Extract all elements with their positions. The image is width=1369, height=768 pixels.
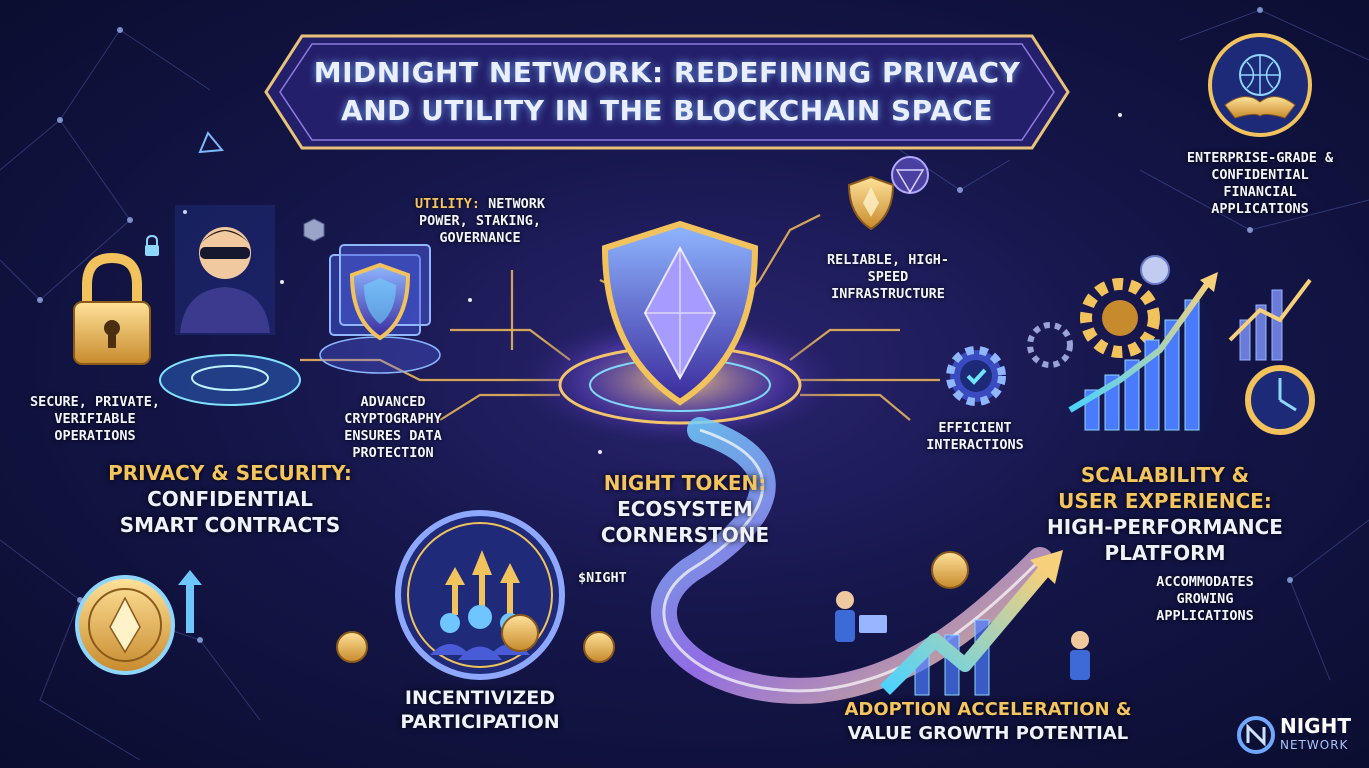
title-line-1: MIDNIGHT NETWORK: REDEFINING PRIVACY (313, 56, 1021, 89)
shield-token-icon (601, 220, 759, 406)
privacy-heading-title: PRIVACY & SECURITY: (108, 461, 352, 485)
night-network-logo: NIGHT NETWORK (1236, 710, 1366, 760)
adoption-heading: ADOPTION ACCELERATION & VALUE GROWTH POT… (838, 698, 1138, 746)
small-coin-icon (336, 631, 368, 663)
shield-document-icon (329, 244, 431, 341)
night-token-heading-title: NIGHT TOKEN: (603, 471, 767, 495)
title-frame (264, 34, 1070, 150)
cube-icon (303, 218, 325, 242)
network-orb-icon (891, 156, 929, 194)
gear-check-icon (946, 346, 1006, 406)
coin-icon (75, 575, 175, 675)
rising-arrow-icon (835, 550, 1090, 696)
privacy-heading-line2: SMART CONTRACTS (119, 513, 341, 537)
privacy-heading: PRIVACY & SECURITY: CONFIDENTIAL SMART C… (80, 460, 380, 538)
padlock-icon (73, 252, 151, 365)
reliable-label: RELIABLE, HIGH-SPEED INFRASTRUCTURE (827, 252, 949, 302)
logo-text-main: NIGHT (1280, 714, 1351, 738)
title-banner: MIDNIGHT NETWORK: REDEFINING PRIVACY AND… (262, 32, 1072, 152)
up-arrow-icon (178, 570, 202, 633)
scalability-heading-line1: SCALABILITY & (1080, 463, 1250, 487)
gold-shield-icon (847, 175, 895, 231)
growth-chart-icon (1027, 255, 1315, 435)
page-title: MIDNIGHT NETWORK: REDEFINING PRIVACY AND… (302, 54, 1032, 130)
enterprise-label: ENTERPRISE-GRADE & CONFIDENTIAL FINANCIA… (1186, 150, 1334, 217)
adoption-heading-line2: VALUE GROWTH POTENTIAL (847, 723, 1129, 744)
accommodates-label: ACCOMMODATES GROWING APPLICATIONS (1156, 574, 1254, 624)
small-coin-icon (583, 631, 615, 663)
scalability-heading-line4: PLATFORM (1104, 541, 1226, 565)
title-line-2: AND UTILITY IN THE BLOCKCHAIN SPACE (341, 94, 993, 127)
scalability-heading-line2: USER EXPERIENCE: (1058, 489, 1272, 513)
utility-label-rest: NETWORK POWER, STAKING, GOVERNANCE (419, 196, 546, 246)
adoption-heading-line1: ADOPTION ACCELERATION & (844, 699, 1132, 720)
community-icon (395, 510, 565, 680)
logo-mark-icon (1237, 716, 1275, 754)
scalability-heading-line3: HIGH-PERFORMANCE (1047, 515, 1283, 539)
utility-label-prefix: UTILITY: (414, 196, 480, 212)
ticker-label: $NIGHT (578, 570, 627, 586)
incentivized-heading-line2: PARTICIPATION (400, 711, 560, 733)
privacy-heading-line1: CONFIDENTIAL (147, 487, 313, 511)
night-token-heading: NIGHT TOKEN: ECOSYSTEM CORNERSTONE (570, 470, 800, 548)
night-token-heading-line2: CORNERSTONE (600, 523, 770, 547)
scalability-heading: SCALABILITY & USER EXPERIENCE: HIGH-PERF… (1040, 462, 1290, 566)
efficient-label: EFFICIENT INTERACTIONS (926, 420, 1024, 453)
secure-label: SECURE, PRIVATE, VERIFIABLE OPERATIONS (29, 394, 161, 444)
incentivized-heading: INCENTIVIZED PARTICIPATION (380, 686, 580, 734)
incentivized-heading-line1: INCENTIVIZED (404, 687, 556, 709)
handshake-globe-icon (1208, 33, 1312, 137)
logo-text-sub: NETWORK (1280, 738, 1349, 752)
masked-user-icon (175, 205, 275, 335)
utility-label: UTILITY: NETWORK POWER, STAKING, GOVERNA… (390, 196, 570, 247)
night-token-heading-line1: ECOSYSTEM (617, 497, 753, 521)
small-lock-icon (145, 235, 159, 256)
advanced-label: ADVANCED CRYPTOGRAPHY ENSURES DATA PROTE… (344, 394, 442, 461)
